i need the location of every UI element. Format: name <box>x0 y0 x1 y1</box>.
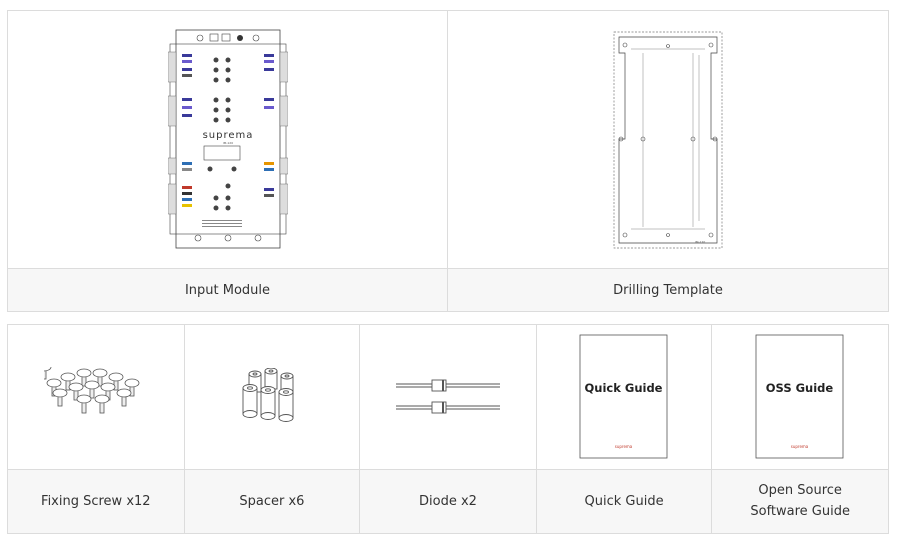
package-contents-bottom-table: Fixing Screw x12 Spacer x6 <box>7 324 889 534</box>
oss-guide-booklet: OSS Guide suprema <box>712 325 888 469</box>
caption-oss-guide: Open Source Software Guide <box>712 468 888 533</box>
quick-guide-title: Quick Guide <box>585 381 663 395</box>
quick-guide-booklet: Quick Guide suprema <box>536 325 712 469</box>
input-module-illustration: suprema IM-120 <box>8 11 447 269</box>
caption-diode: Diode x2 <box>360 468 536 533</box>
template-model: IM-120 <box>695 240 705 244</box>
item-quick-guide: Quick Guide suprema Quick Guide <box>536 325 713 533</box>
caption-input-module: Input Module <box>8 268 447 311</box>
spacers-illustration <box>184 325 360 469</box>
item-fixing-screw: Fixing Screw x12 <box>8 325 185 533</box>
oss-guide-booklet-icon: OSS Guide suprema <box>755 334 844 459</box>
quick-guide-brand: suprema <box>615 444 633 449</box>
drilling-template-illustration: IM-120 <box>448 11 888 269</box>
item-spacer: Spacer x6 <box>184 325 361 533</box>
item-diode: Diode x2 <box>360 325 537 533</box>
diodes-illustration <box>360 325 536 469</box>
module-logo: suprema <box>202 130 253 141</box>
drilling-template-icon: IM-120 <box>613 31 723 248</box>
diode-icon <box>395 379 500 414</box>
module-model: IM-120 <box>222 141 232 145</box>
caption-quick-guide: Quick Guide <box>536 468 712 533</box>
item-oss-guide: OSS Guide suprema Open Source Software G… <box>712 325 888 533</box>
caption-fixing-screw: Fixing Screw x12 <box>8 468 184 533</box>
input-module-icon: suprema IM-120 <box>167 29 288 249</box>
screws-illustration <box>8 325 184 469</box>
oss-guide-brand: suprema <box>791 444 809 449</box>
item-input-module: suprema IM-120 Input Module <box>8 11 448 311</box>
package-contents-top-table: suprema IM-120 Input Module <box>7 10 889 312</box>
spacer-icon <box>242 367 294 422</box>
caption-drilling-template: Drilling Template <box>448 268 888 311</box>
item-drilling-template: IM-120 Drilling Template <box>448 11 888 311</box>
caption-spacer: Spacer x6 <box>184 468 360 533</box>
screw-icon <box>43 366 140 414</box>
quick-guide-booklet-icon: Quick Guide suprema <box>579 334 668 459</box>
oss-guide-title: OSS Guide <box>766 381 834 395</box>
